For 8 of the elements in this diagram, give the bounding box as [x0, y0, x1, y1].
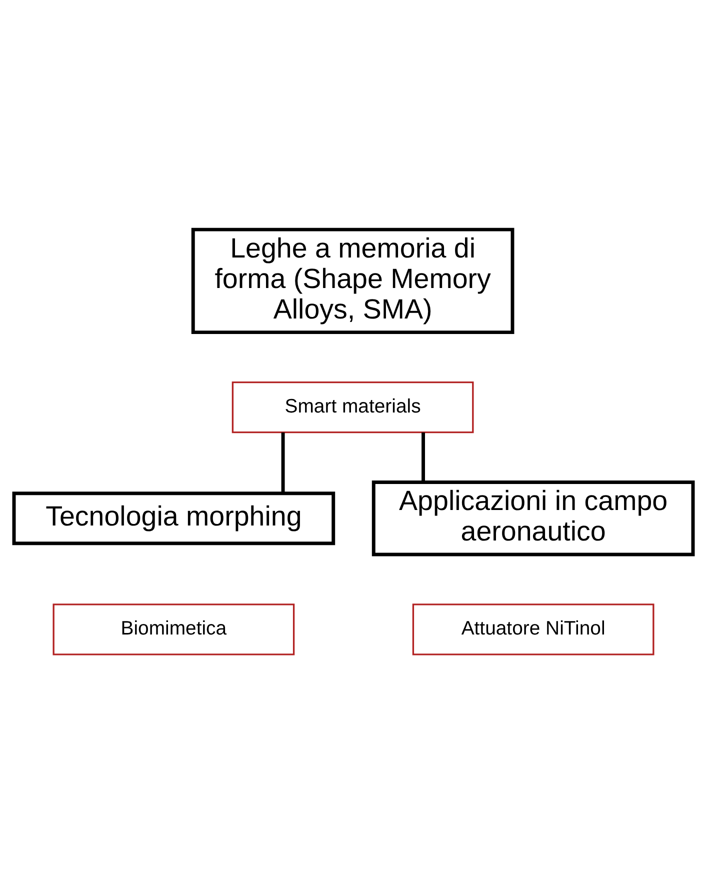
- node-box: Attuatore NiTinol: [412, 603, 654, 655]
- connector: [281, 432, 285, 493]
- connector: [422, 432, 425, 482]
- node-box: Tecnologia morphing: [12, 491, 336, 545]
- node-box: Applicazioni in campo aeronautico: [372, 480, 695, 556]
- node-box: Leghe a memoria di forma (Shape Memory Alloys, SMA): [191, 227, 514, 334]
- node-box: Smart materials: [232, 380, 474, 433]
- node-box: Biomimetica: [52, 603, 295, 655]
